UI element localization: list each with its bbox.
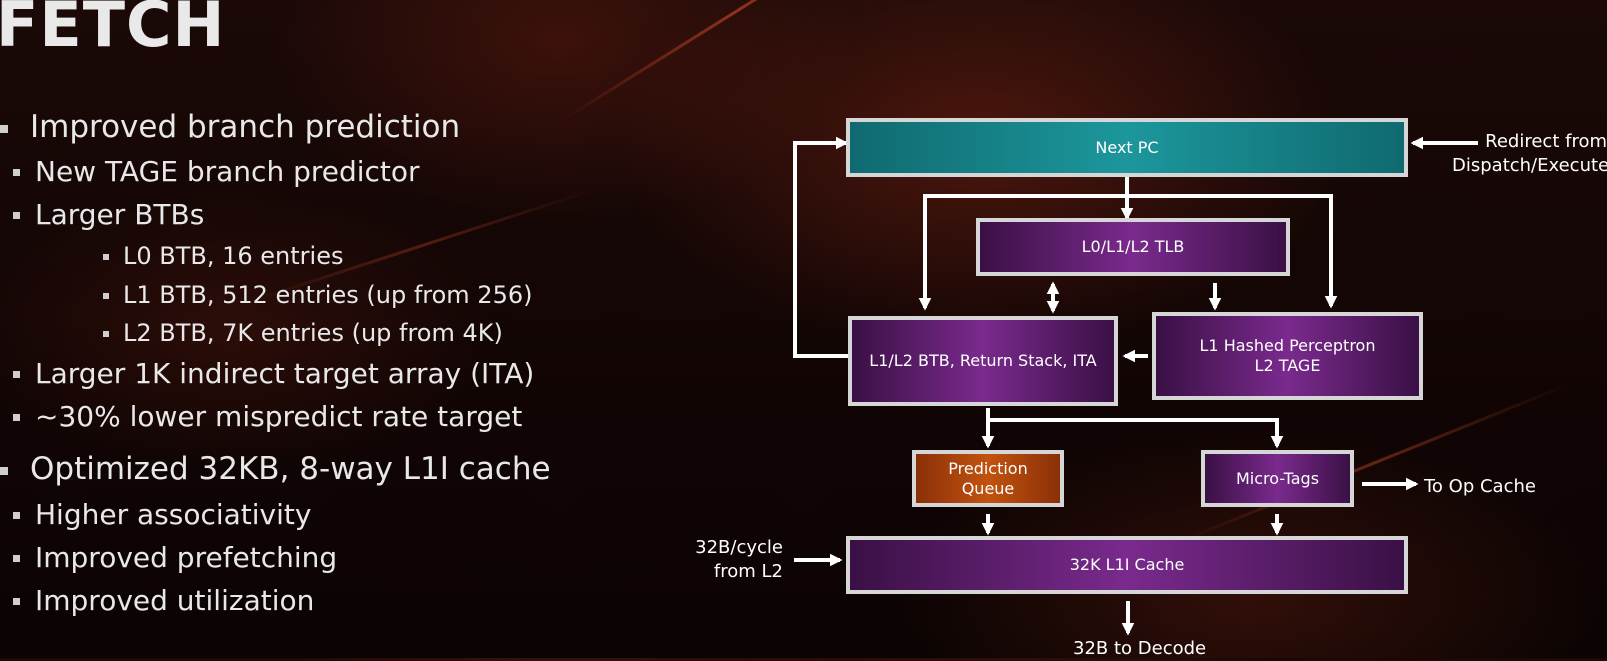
bullet-marker [13, 598, 20, 605]
bullet-item: L1 BTB, 512 entries (up from 256) [103, 281, 533, 309]
bullet-list: Improved branch prediction New TAGE bran… [0, 0, 620, 658]
bullet-text: New TAGE branch predictor [35, 155, 420, 188]
l1i-cache-box: 32K L1I Cache [846, 536, 1408, 594]
bullet-text: Improved prefetching [35, 541, 338, 574]
bullet-item: Larger 1K indirect target array (ITA) [13, 357, 535, 390]
bullet-marker [13, 414, 20, 421]
bullet-text: L0 BTB, 16 entries [123, 242, 344, 270]
bullet-item: ~30% lower mispredict rate target [13, 400, 523, 433]
bullet-text: Optimized 32KB, 8-way L1I cache [30, 451, 551, 487]
bullet-item: L2 BTB, 7K entries (up from 4K) [103, 319, 503, 347]
bullet-text: Larger 1K indirect target array (ITA) [35, 357, 535, 390]
bullet-text: Improved utilization [35, 584, 315, 617]
redirect-label-line: Dispatch/Execute [1452, 155, 1607, 176]
btb-label: L1/L2 BTB, Return Stack, ITA [869, 351, 1097, 370]
nextpc-to-perceptron-arrow [1127, 194, 1338, 309]
bullet-marker [0, 467, 8, 475]
l1i-cache-label: 32K L1I Cache [1069, 555, 1185, 574]
page-title: FETCH [0, 0, 226, 61]
perceptron-label-line: L1 Hashed Perceptron [1199, 336, 1376, 355]
from-l2-label-line: 32B/cycle [695, 537, 783, 558]
bullet-text: Higher associativity [35, 498, 312, 531]
bullet-text: L2 BTB, 7K entries (up from 4K) [123, 319, 503, 347]
bullet-marker [13, 169, 20, 176]
bullet-text: L1 BTB, 512 entries (up from 256) [123, 281, 533, 309]
next-pc-label: Next PC [1095, 137, 1159, 157]
btb-box: L1/L2 BTB, Return Stack, ITA [848, 316, 1118, 406]
perceptron-label-line: L2 TAGE [1254, 356, 1321, 375]
from-l2-label-line: from L2 [713, 561, 783, 582]
redirect-label-line: Redirect from [1485, 131, 1607, 152]
bullet-marker [13, 212, 20, 219]
perceptron-label: L1 Hashed Perceptron L2 TAGE [1200, 336, 1376, 376]
bullet-marker [13, 512, 20, 519]
to-decode-label: 32B to Decode [1073, 638, 1207, 659]
micro-tags-box: Micro-Tags [1201, 450, 1354, 507]
redirect-label: Redirect from Dispatch/Execute [1452, 130, 1607, 178]
bullet-item: Improved branch prediction [0, 109, 461, 145]
bullet-marker [103, 331, 109, 337]
bullet-text: Larger BTBs [35, 198, 205, 231]
bullet-marker [0, 125, 8, 133]
next-pc-box: Next PC [846, 118, 1408, 177]
bullet-item: Optimized 32KB, 8-way L1I cache [0, 451, 551, 487]
bullet-item: Higher associativity [13, 498, 312, 531]
bullet-item: Improved utilization [13, 584, 315, 617]
to-op-cache-label: To Op Cache [1424, 476, 1536, 497]
nextpc-to-btb-arrow [918, 194, 1127, 311]
bullet-marker [13, 371, 20, 378]
prediction-queue-label-line: Queue [961, 478, 1015, 498]
bullet-marker [103, 293, 109, 299]
tlb-box: L0/L1/L2 TLB [976, 218, 1290, 276]
prediction-queue-label: Prediction Queue [948, 459, 1027, 499]
prediction-queue-box: Prediction Queue [912, 450, 1064, 507]
bullet-marker [13, 555, 20, 562]
micro-tags-label: Micro-Tags [1235, 468, 1320, 488]
bullet-item: L0 BTB, 16 entries [103, 242, 344, 270]
bullet-text: Improved branch prediction [30, 109, 461, 145]
bullet-marker [103, 254, 109, 260]
bullet-item: Improved prefetching [13, 541, 338, 574]
tlb-label: L0/L1/L2 TLB [1081, 237, 1185, 256]
bullet-item: Larger BTBs [13, 198, 205, 231]
bullet-text: ~30% lower mispredict rate target [35, 400, 523, 433]
feedback-arrow [793, 136, 849, 358]
btb-to-microtags-arrow [988, 418, 1284, 449]
prediction-queue-label-line: Prediction [948, 458, 1028, 478]
bullet-item: New TAGE branch predictor [13, 155, 420, 188]
perceptron-box: L1 Hashed Perceptron L2 TAGE [1152, 312, 1423, 400]
from-l2-label: 32B/cycle from L2 [660, 536, 783, 584]
